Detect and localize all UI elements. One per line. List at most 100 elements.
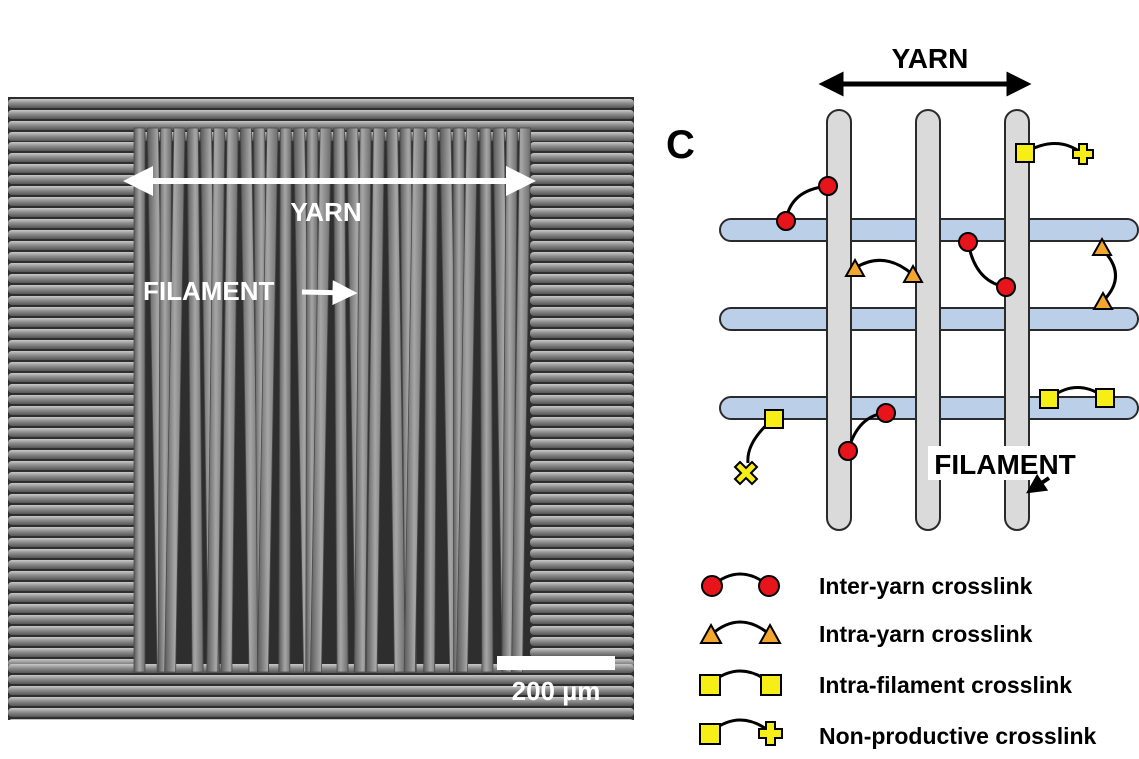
horizontal-fiber	[8, 274, 140, 283]
non-productive-crosslink-1	[1015, 142, 1094, 165]
inter-yarn-crosslink-2	[958, 232, 1016, 297]
legend-item-intra-filament: Intra-filament crosslink	[699, 669, 1072, 698]
vertical-fiber	[353, 127, 372, 673]
horizontal-fiber	[530, 461, 634, 470]
horizontal-fiber	[530, 428, 634, 437]
horizontal-fiber	[8, 186, 140, 195]
horizontal-fiber	[530, 527, 634, 536]
horizontal-fiber	[530, 395, 634, 404]
horizontal-fiber	[530, 274, 634, 283]
horizontal-fiber	[8, 675, 634, 684]
horizontal-fiber	[8, 549, 140, 558]
horizontal-fiber	[530, 329, 634, 338]
horizontal-fiber	[8, 197, 140, 206]
vertical-fiber	[479, 127, 494, 673]
horizontal-fiber	[8, 219, 140, 228]
horizontal-fiber	[530, 175, 634, 184]
horizontal-fiber	[530, 472, 634, 481]
inter-yarn-crosslink-1	[776, 176, 838, 231]
horizontal-fiber	[530, 626, 634, 635]
horizontal-fiber	[8, 593, 140, 602]
horizontal-fiber	[8, 582, 140, 591]
micrograph-filament-label: FILAMENT	[143, 276, 275, 306]
horizontal-fiber	[8, 164, 140, 173]
legend-label-intra-yarn: Intra-yarn crosslink	[819, 621, 1033, 647]
horizontal-fiber	[530, 637, 634, 646]
legend-label-intra-filament: Intra-filament crosslink	[819, 672, 1072, 698]
horizontal-fiber	[530, 186, 634, 195]
horizontal-fiber	[8, 417, 140, 426]
horizontal-fiber	[8, 373, 140, 382]
horizontal-fiber	[8, 318, 140, 327]
horizontal-fiber	[530, 219, 634, 228]
horizontal-fiber	[530, 362, 634, 371]
vertical-fiber	[256, 127, 279, 673]
horizontal-fiber	[530, 450, 634, 459]
filament-label-backdrop	[928, 446, 1082, 480]
horizontal-fiber	[8, 395, 140, 404]
horizontal-fiber	[8, 99, 634, 108]
horizontal-fiber	[8, 263, 140, 272]
horizontal-fiber	[8, 538, 140, 547]
legend-item-inter-yarn: Inter-yarn crosslink	[701, 572, 1033, 599]
horizontal-fiber	[530, 560, 634, 569]
legend-item-non-productive: Non-productive crosslink	[699, 718, 1097, 749]
horizontal-fiber	[8, 208, 140, 217]
horizontal-fiber	[8, 153, 140, 162]
horizontal-fiber	[530, 604, 634, 613]
horizontal-fiber	[8, 142, 140, 151]
horizontal-fiber	[8, 648, 140, 657]
vertical-fiber	[365, 127, 385, 673]
horizontal-fiber	[8, 461, 140, 470]
horizontal-fiber	[530, 582, 634, 591]
horizontal-fiber	[8, 241, 140, 250]
horizontal-fiber	[8, 626, 140, 635]
scale-bar	[497, 656, 615, 670]
horizontal-fiber	[530, 505, 634, 514]
intra-filament-crosslink-1	[1039, 386, 1115, 409]
horizontal-fiber	[8, 708, 634, 717]
horizontal-fiber	[530, 549, 634, 558]
horizontal-fiber	[8, 527, 140, 536]
horizontal-fiber	[8, 307, 140, 316]
horizontal-fiber	[8, 516, 140, 525]
horizontal-fiber	[530, 417, 634, 426]
horizontal-fiber	[530, 483, 634, 492]
horizontal-fiber	[530, 318, 634, 327]
horizontal-fiber	[8, 362, 140, 371]
horizontal-fiber	[8, 505, 140, 514]
non-productive-crosslink-2	[733, 409, 784, 486]
vertical-fiber	[403, 127, 425, 673]
horizontal-fiber	[8, 697, 634, 706]
horizontal-fiber	[530, 296, 634, 305]
horizontal-fiber	[8, 686, 634, 695]
horizontal-fiber	[8, 384, 140, 393]
horizontal-fiber	[8, 483, 140, 492]
horizontal-fiber	[530, 615, 634, 624]
horizontal-fiber	[530, 516, 634, 525]
vertical-fiber	[164, 127, 186, 673]
horizontal-fiber	[530, 164, 634, 173]
vertical-fiber	[220, 127, 239, 673]
horizontal-fiber	[530, 142, 634, 151]
horizontal-fiber	[8, 428, 140, 437]
horizontal-fiber	[8, 252, 140, 261]
vertical-fiber	[133, 127, 146, 673]
vertical-fiber	[511, 127, 532, 673]
horizontal-fiber	[530, 494, 634, 503]
horizontal-fiber	[8, 450, 140, 459]
legend-item-intra-yarn: Intra-yarn crosslink	[699, 620, 1033, 647]
legend-label-inter-yarn: Inter-yarn crosslink	[819, 573, 1033, 599]
horizontal-fiber	[530, 197, 634, 206]
diagram-filament-arrow	[1026, 473, 1051, 494]
horizontal-fiber	[530, 384, 634, 393]
intra-yarn-crosslink-1	[844, 257, 924, 283]
horizontal-fiber	[530, 538, 634, 547]
inter-yarn-crosslink-3	[838, 403, 896, 461]
horizontal-fiber	[8, 406, 140, 415]
horizontal-fiber	[8, 472, 140, 481]
diagram-yarn-label: YARN	[892, 43, 969, 74]
horizontal-fiber	[530, 263, 634, 272]
horizontal-fiber	[530, 241, 634, 250]
